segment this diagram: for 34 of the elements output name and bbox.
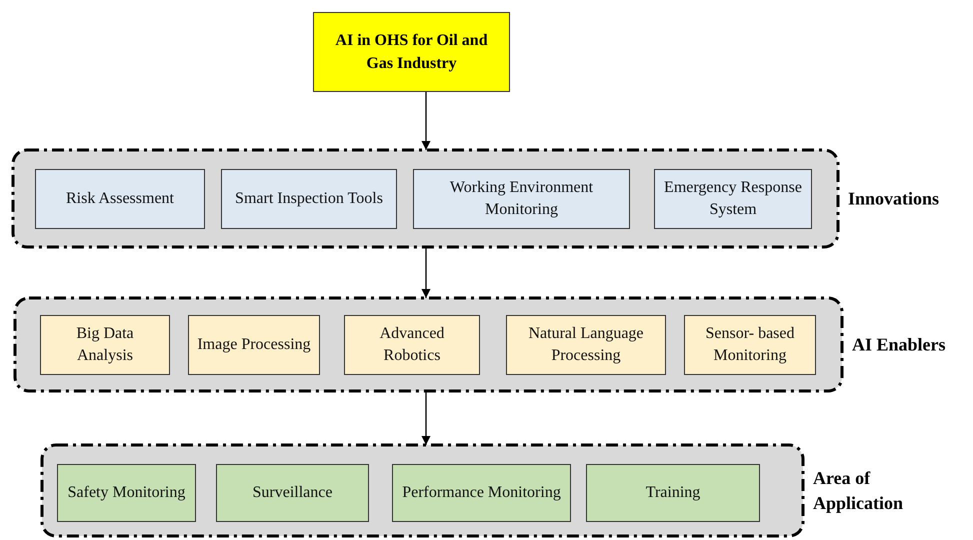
item-label: Emergency Response System [663, 178, 803, 220]
title-box [313, 12, 510, 92]
arrow [421, 92, 431, 150]
item-box [586, 464, 760, 522]
item-label: Image Processing [197, 334, 311, 355]
item-box [221, 169, 397, 229]
item-box [216, 464, 369, 522]
item-box [344, 315, 480, 375]
item-box [188, 315, 320, 375]
item-label: Smart Inspection Tools [235, 188, 383, 209]
item-label: Natural Language Processing [527, 324, 645, 366]
item-label: Big Data Analysis [75, 324, 135, 366]
item-label: Training [646, 482, 700, 503]
item-label: Surveillance [252, 482, 332, 503]
item-label: Sensor- based Monitoring [704, 324, 796, 366]
item-label: Advanced Robotics [378, 324, 446, 366]
item-box [57, 464, 196, 522]
arrow [421, 391, 431, 445]
group-heading: Area of Application [813, 466, 904, 515]
item-box [392, 464, 571, 522]
item-box [506, 315, 666, 375]
item-label: Safety Monitoring [68, 482, 186, 503]
item-label: Risk Assessment [66, 188, 174, 209]
group-heading: Innovations [848, 186, 940, 210]
item-box [35, 169, 205, 229]
item-label: Performance Monitoring [402, 482, 561, 503]
item-box [413, 169, 630, 229]
item-label: Working Environment Monitoring [448, 178, 594, 220]
arrow [421, 247, 431, 298]
item-box [654, 169, 812, 229]
title-text: AI in OHS for Oil and Gas Industry [334, 30, 489, 74]
item-box [684, 315, 816, 375]
item-box [40, 315, 170, 375]
group-heading: AI Enablers [852, 332, 946, 356]
